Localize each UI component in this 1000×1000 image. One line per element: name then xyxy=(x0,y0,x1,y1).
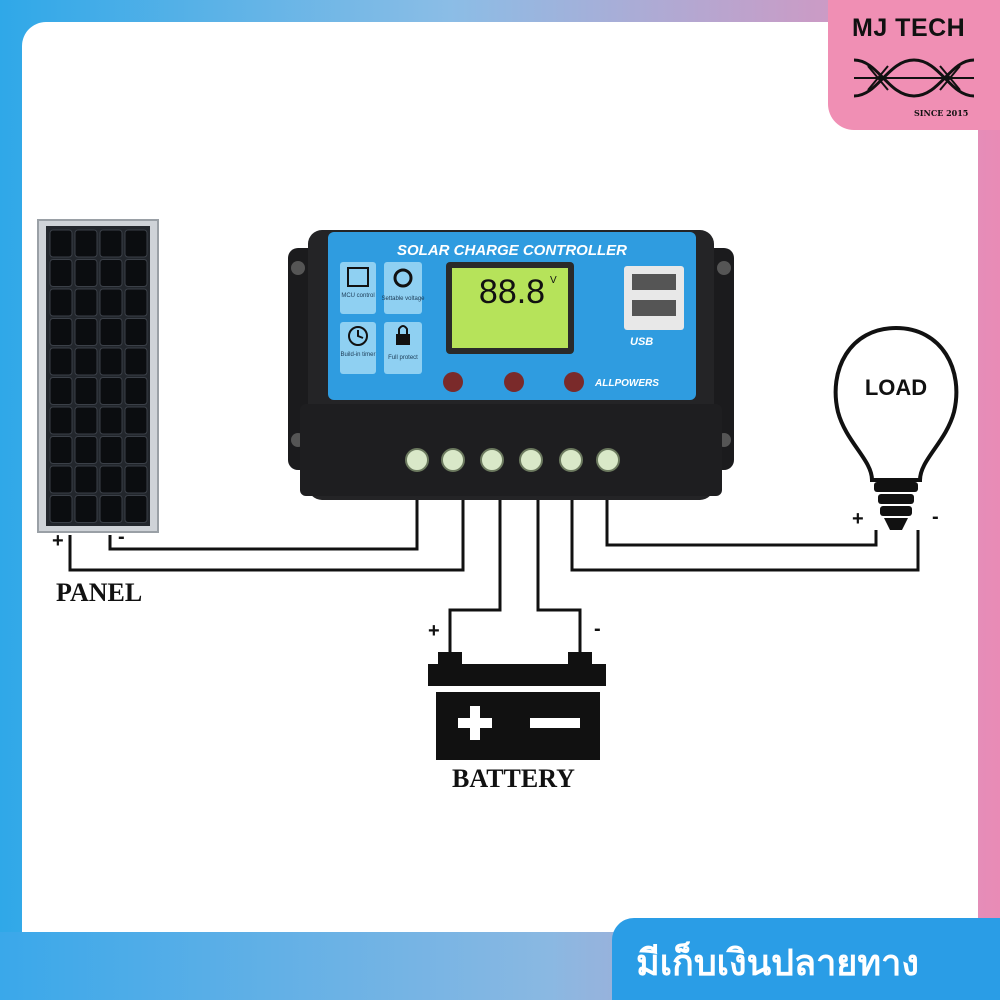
feature-label: Full protect xyxy=(388,355,418,361)
lcd-value: 88.8 xyxy=(479,273,545,311)
solar-cell xyxy=(99,288,123,317)
cod-banner-text: มีเก็บเงินปลายทาง xyxy=(636,943,919,984)
lcd-screen xyxy=(452,268,568,348)
terminal-screw xyxy=(480,448,504,472)
footer-tab xyxy=(612,918,1000,1000)
lock-icon xyxy=(396,334,410,345)
solar-cell xyxy=(124,229,148,258)
solar-cell xyxy=(124,406,148,435)
battery-negative-wire xyxy=(536,492,582,655)
load-label: LOAD xyxy=(865,375,927,400)
load-plus-sign: + xyxy=(852,508,864,530)
usb-label: USB xyxy=(630,336,653,348)
brand-logo: MJ TECH SINCE 2015 xyxy=(828,0,1000,130)
terminal-screw xyxy=(519,448,543,472)
solar-cell xyxy=(49,495,73,523)
solar-cell xyxy=(124,318,148,346)
solar-cell xyxy=(99,465,123,494)
solar-cell xyxy=(74,436,98,464)
solar-cell xyxy=(49,288,73,317)
battery-label: BATTERY xyxy=(452,764,575,793)
solar-cell xyxy=(74,347,98,376)
battery-icon xyxy=(428,652,606,760)
solar-cell xyxy=(124,259,148,287)
panel-minus-sign: - xyxy=(118,526,125,548)
solar-cell xyxy=(124,465,148,494)
maker-label: ALLPOWERS xyxy=(594,378,659,389)
gear-icon xyxy=(393,268,413,288)
solar-cell xyxy=(74,465,98,494)
solar-cell xyxy=(74,229,98,258)
knob-up xyxy=(504,372,524,392)
solar-cell xyxy=(124,495,148,523)
charge-controller xyxy=(288,230,734,500)
terminal-screw xyxy=(441,448,465,472)
chip-icon xyxy=(347,267,369,287)
brand-tagline: SINCE 2015 xyxy=(914,108,969,118)
solar-cell xyxy=(99,436,123,464)
feature-label: Build-in timer xyxy=(340,352,375,358)
solar-cell xyxy=(99,495,123,523)
solar-cell xyxy=(74,495,98,523)
load-negative-wire xyxy=(570,492,920,572)
solar-cell xyxy=(99,318,123,346)
solar-cell xyxy=(99,229,123,258)
solar-cell xyxy=(74,259,98,287)
solar-cell xyxy=(124,288,148,317)
solar-cell xyxy=(74,318,98,346)
solar-cell xyxy=(124,436,148,464)
wires xyxy=(68,492,920,655)
solar-cell xyxy=(49,229,73,258)
battery-positive-wire xyxy=(448,492,502,655)
solar-cell xyxy=(74,406,98,435)
panel-positive-wire xyxy=(68,492,465,572)
feature-label: MCU control xyxy=(341,293,374,299)
controller-title: SOLAR CHARGE CONTROLLER xyxy=(397,242,627,259)
solar-cell xyxy=(99,347,123,376)
battery-minus-sign: - xyxy=(594,618,601,640)
solar-cell xyxy=(49,465,73,494)
panel-plus-sign: + xyxy=(52,530,64,552)
solar-cell xyxy=(99,406,123,435)
panel-negative-wire xyxy=(108,492,419,551)
solar-cell xyxy=(49,406,73,435)
panel-label: PANEL xyxy=(56,578,143,607)
solar-cell xyxy=(49,318,73,346)
terminal-screw xyxy=(559,448,583,472)
solar-cell xyxy=(74,288,98,317)
solar-panel-icon xyxy=(37,219,159,533)
solar-cell xyxy=(99,377,123,405)
solar-cell xyxy=(49,259,73,287)
solar-cell xyxy=(124,347,148,376)
feature-label: Settable voltage xyxy=(381,296,425,302)
knob-menu xyxy=(443,372,463,392)
light-bulb-icon xyxy=(833,325,959,530)
solar-cell xyxy=(124,377,148,405)
lcd-unit: V xyxy=(550,275,557,286)
brand-name: MJ TECH xyxy=(852,14,966,42)
brand-wave-icon xyxy=(853,58,975,98)
solar-cell xyxy=(49,347,73,376)
knob-down xyxy=(564,372,584,392)
solar-cell xyxy=(74,377,98,405)
solar-cell xyxy=(49,436,73,464)
solar-cell xyxy=(99,259,123,287)
clock-icon xyxy=(348,326,368,346)
terminal-screw xyxy=(405,448,429,472)
load-minus-sign: - xyxy=(932,506,939,528)
load-positive-wire xyxy=(605,492,878,547)
battery-plus-sign: + xyxy=(428,620,440,642)
solar-cell xyxy=(49,377,73,405)
terminal-screw xyxy=(596,448,620,472)
